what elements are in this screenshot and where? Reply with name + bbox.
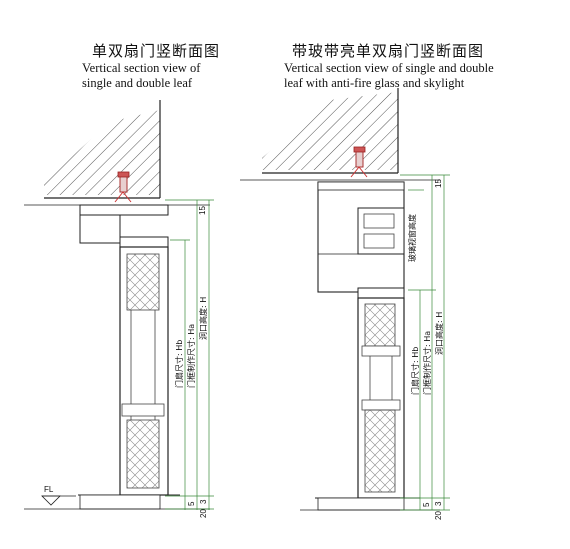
left-dimension-lines	[165, 199, 214, 510]
left-lintel-hatch	[44, 110, 160, 195]
right-title-en-line2: leaf with anti-fire glass and skylight	[284, 76, 465, 90]
left-title-en-line1: Vertical section view of	[82, 61, 201, 75]
left-title-cn: 单双扇门竖断面图	[92, 42, 221, 60]
left-label-opening: 洞口高度: H	[198, 297, 208, 340]
left-anchor-bolt	[114, 171, 132, 203]
right-title-en-line1: Vertical section view of single and doub…	[284, 61, 494, 75]
svg-text:5: 5	[187, 501, 196, 506]
right-label-frame: 门框制作尺寸: Ha	[422, 331, 432, 395]
left-title-en-line2: single and double leaf	[82, 76, 193, 90]
svg-text:5: 5	[422, 502, 431, 507]
right-dimension-lines	[400, 174, 450, 511]
left-diagram-title: 单双扇门竖断面图 Vertical section view of single…	[82, 40, 221, 91]
right-title-cn: 带玻带亮单双扇门竖断面图	[292, 42, 485, 60]
left-section: FL 15 5 20 3 门扇尺寸: Hb 门框制作尺寸: Ha 洞口高度: H	[24, 100, 214, 518]
right-lintel-hatch	[262, 92, 398, 170]
svg-text:15: 15	[198, 206, 207, 215]
svg-text:3: 3	[434, 501, 443, 506]
right-label-leaf: 门扇尺寸: Hb	[410, 347, 420, 395]
right-diagram-title: 带玻带亮单双扇门竖断面图 Vertical section view of si…	[284, 40, 494, 91]
svg-text:20: 20	[434, 511, 443, 520]
svg-text:20: 20	[199, 509, 208, 518]
floor-level-label: FL	[44, 485, 54, 494]
svg-text:15: 15	[434, 179, 443, 188]
right-section: 15 5 20 3 玻璃视窗高度 门扇尺寸: Hb 门框制作尺寸: Ha 洞口高…	[240, 88, 450, 520]
svg-text:3: 3	[199, 499, 208, 504]
right-label-opening: 洞口高度: H	[434, 312, 444, 355]
right-label-glass: 玻璃视窗高度	[407, 214, 417, 262]
right-anchor-bolt	[350, 146, 368, 178]
left-label-frame: 门框制作尺寸: Ha	[186, 324, 196, 388]
left-label-leaf: 门扇尺寸: Hb	[174, 340, 184, 388]
